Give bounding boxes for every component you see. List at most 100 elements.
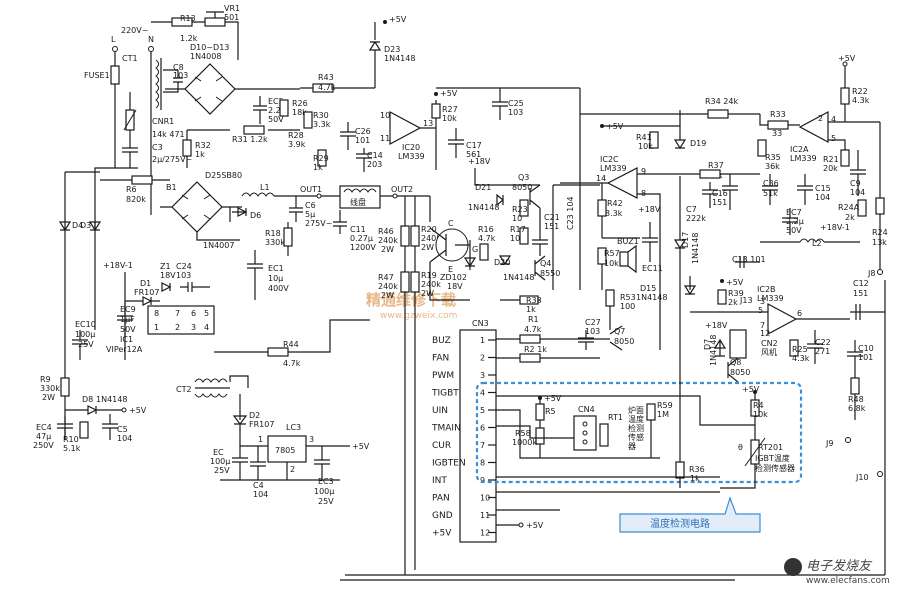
label-z1: Z1: [160, 262, 171, 271]
vr1: [204, 17, 226, 27]
label-ic20-pin10: 10: [380, 111, 390, 120]
label-r18-value: 330k: [265, 238, 285, 247]
label-igbt-g: G: [472, 245, 478, 254]
label-c22: C22: [815, 338, 831, 347]
label-coil: 线盘: [350, 197, 366, 207]
cn3-pin-number: 8: [480, 459, 485, 468]
label-c4: C4: [253, 481, 264, 490]
ic20-opamp: [389, 111, 422, 145]
cn3-pin-name: GND: [432, 511, 453, 521]
label-r25-value: 4.3k: [792, 354, 810, 363]
label-r19: R19: [421, 271, 437, 280]
cn2-fan: [729, 329, 747, 359]
r32: [182, 139, 192, 157]
rt1: [599, 423, 609, 447]
r24a: [857, 199, 867, 217]
ic2b-opamp: [767, 302, 798, 336]
label-r39: R39: [728, 289, 744, 298]
label-r23-value: 10: [512, 214, 522, 223]
label-r39-value: 2k: [728, 298, 738, 307]
label-c21-value: 151: [544, 222, 559, 231]
label-ct1: CT1: [122, 54, 138, 63]
label-out1: OUT1: [300, 185, 322, 194]
r34: [707, 109, 729, 119]
label-d21-value: 1N4148: [468, 203, 499, 212]
r41: [649, 131, 659, 149]
r39: [717, 289, 727, 305]
label-r1-value: 4.7k: [524, 325, 542, 334]
wire-r44: [214, 319, 370, 353]
label-r32: R32: [195, 141, 211, 150]
bridge-b1: [171, 181, 223, 233]
r18: [283, 227, 293, 247]
cn3-pin-number: 2: [480, 354, 485, 363]
label-c6-voltage: 275V~: [305, 219, 332, 228]
label-plus5-top: +5V: [389, 15, 407, 24]
label-ec11: EC11: [642, 264, 663, 273]
label-d1: D1: [140, 279, 151, 288]
label-out2: OUT2: [391, 185, 413, 194]
b1-diode-marks: [181, 194, 211, 220]
cn3-pin-name: PWM: [432, 371, 454, 381]
r10: [79, 421, 89, 439]
label-vr1: VR1: [224, 4, 240, 13]
cn3-pin-name: IGBTEN: [432, 459, 466, 469]
r47: [400, 271, 410, 293]
cn4-pin2: [582, 430, 588, 436]
label-r36: R36: [689, 465, 705, 474]
label-d10-value: 1N4008: [190, 52, 221, 61]
label-r22-value: 4.3k: [852, 96, 870, 105]
label-r9-watt: 2W: [42, 393, 55, 402]
label-c7: C7: [686, 205, 697, 214]
label-ic1-pin5: 5: [204, 309, 209, 318]
label-ec3-voltage: 25V: [318, 497, 334, 506]
comparator-section: +5V R41 10k D19 R34 24k IC2C LM339 9 8 1…: [496, 54, 888, 363]
label-r6-value: 820k: [126, 195, 146, 204]
label-220v: 220V~: [121, 26, 148, 35]
label-q3-value: 8050: [512, 183, 532, 192]
label-c17-value: 561: [466, 150, 481, 159]
ic1-viper12a: [147, 305, 215, 335]
terminal-j8: [877, 269, 883, 275]
label-c5: C5: [117, 425, 128, 434]
wire-ic2b: [690, 311, 850, 320]
label-ct2: CT2: [176, 385, 192, 394]
label-c24-value: 103: [176, 271, 191, 280]
label-plus18v-1-right: +18V-1: [820, 223, 850, 232]
label-r28-value: 3.9k: [288, 140, 306, 149]
c14: [356, 148, 372, 172]
label-r22: R22: [852, 87, 868, 96]
label-r13-value: 1.2k: [180, 34, 198, 43]
label-r53-value: 100: [620, 302, 635, 311]
label-ec5: EC5: [268, 97, 284, 106]
mains-input-section: 220V~ L N FUSE1 CT1 C8 103 R13 1.2k VR1 …: [58, 4, 300, 440]
label-r35-value: 36k: [765, 162, 780, 171]
node-plus5-d23: [383, 20, 387, 24]
label-r29-value: 1k: [313, 163, 323, 172]
label-r41: R41: [636, 133, 652, 142]
ec10: [72, 330, 88, 360]
c36: [762, 174, 778, 205]
c25: [492, 88, 508, 120]
r27: [431, 103, 441, 119]
terminal-out2: [392, 193, 398, 199]
label-r44-value: 4.7k: [283, 359, 301, 368]
bridge-diode-marks: [194, 76, 223, 102]
label-d8: D8: [82, 395, 93, 404]
label-r57: R57: [604, 249, 620, 258]
wire-driver-in: [552, 184, 600, 290]
label-ic2b-pin7: 7: [760, 321, 765, 330]
ec: [232, 446, 248, 480]
r33: [767, 120, 789, 130]
ec1: [247, 250, 263, 300]
label-ec4-value: 47μ: [36, 432, 51, 441]
r30: [303, 111, 313, 129]
ct2-core: [195, 375, 249, 389]
ic2c-opamp: [606, 167, 638, 199]
d4: [58, 221, 72, 232]
label-ec1-value: 10μ: [268, 274, 283, 283]
label-r59: R59: [657, 401, 673, 410]
label-r26: R26: [292, 99, 308, 108]
label-lc3: LC3: [286, 423, 301, 432]
